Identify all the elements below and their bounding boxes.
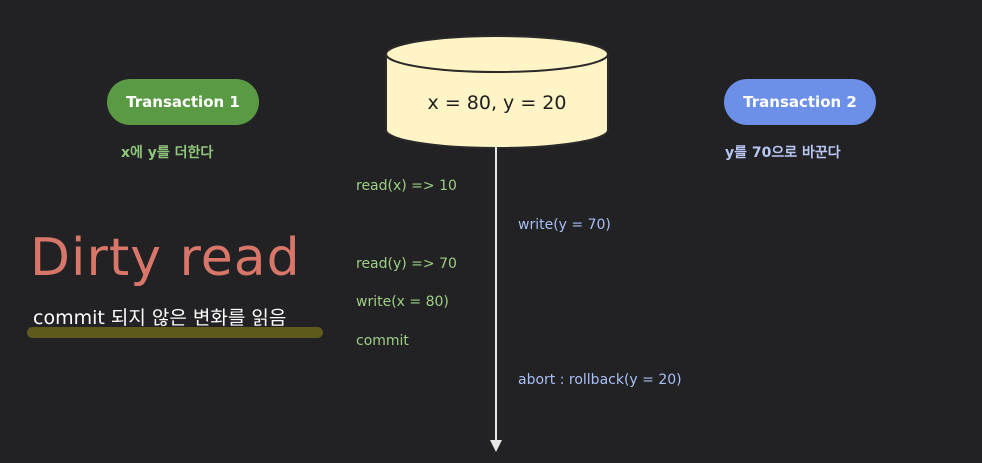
t1-step-commit: commit <box>356 333 409 349</box>
transaction-1-badge: Transaction 1 <box>107 79 259 125</box>
timeline-arrow <box>490 146 502 452</box>
database-cylinder <box>385 35 609 149</box>
transaction-2-badge: Transaction 2 <box>724 79 876 125</box>
transaction-1-caption: x에 y를 더한다 <box>121 145 214 161</box>
subtitle: commit 되지 않은 변화를 읽음 <box>33 307 287 329</box>
database-label: x = 80, y = 20 <box>427 92 567 114</box>
t2-step-write-y: write(y = 70) <box>518 217 611 233</box>
subtitle-underline <box>27 327 323 338</box>
transaction-2-caption: y를 70으로 바꾼다 <box>725 145 841 161</box>
t1-step-read-x: read(x) => 10 <box>356 178 457 194</box>
t1-step-write-x: write(x = 80) <box>356 294 449 310</box>
page-title: Dirty read <box>30 228 301 288</box>
t1-step-read-y: read(y) => 70 <box>356 256 457 272</box>
t2-step-abort: abort : rollback(y = 20) <box>518 372 682 388</box>
